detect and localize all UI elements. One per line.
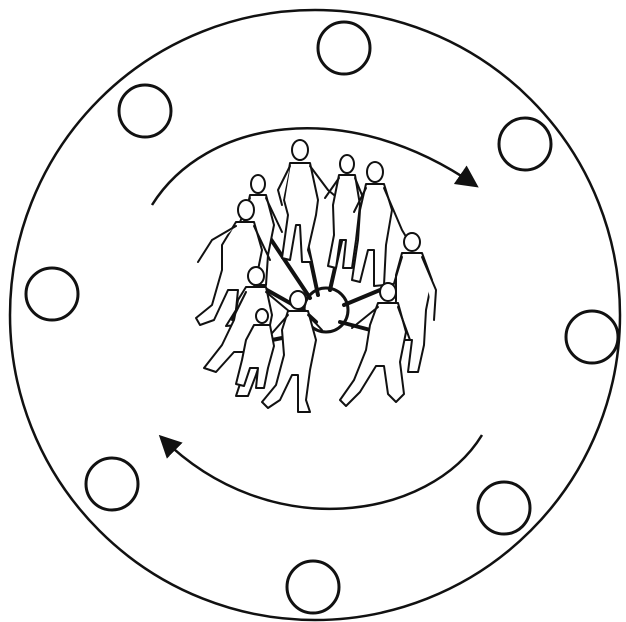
position-marker	[499, 118, 551, 170]
position-marker	[86, 458, 138, 510]
position-marker	[566, 311, 618, 363]
position-marker	[478, 482, 530, 534]
position-marker	[287, 561, 339, 613]
dancer-figure	[278, 140, 340, 262]
position-marker	[318, 22, 370, 74]
position-marker	[26, 268, 78, 320]
position-marker	[119, 85, 171, 137]
rotation-arrow-lower	[162, 435, 482, 509]
